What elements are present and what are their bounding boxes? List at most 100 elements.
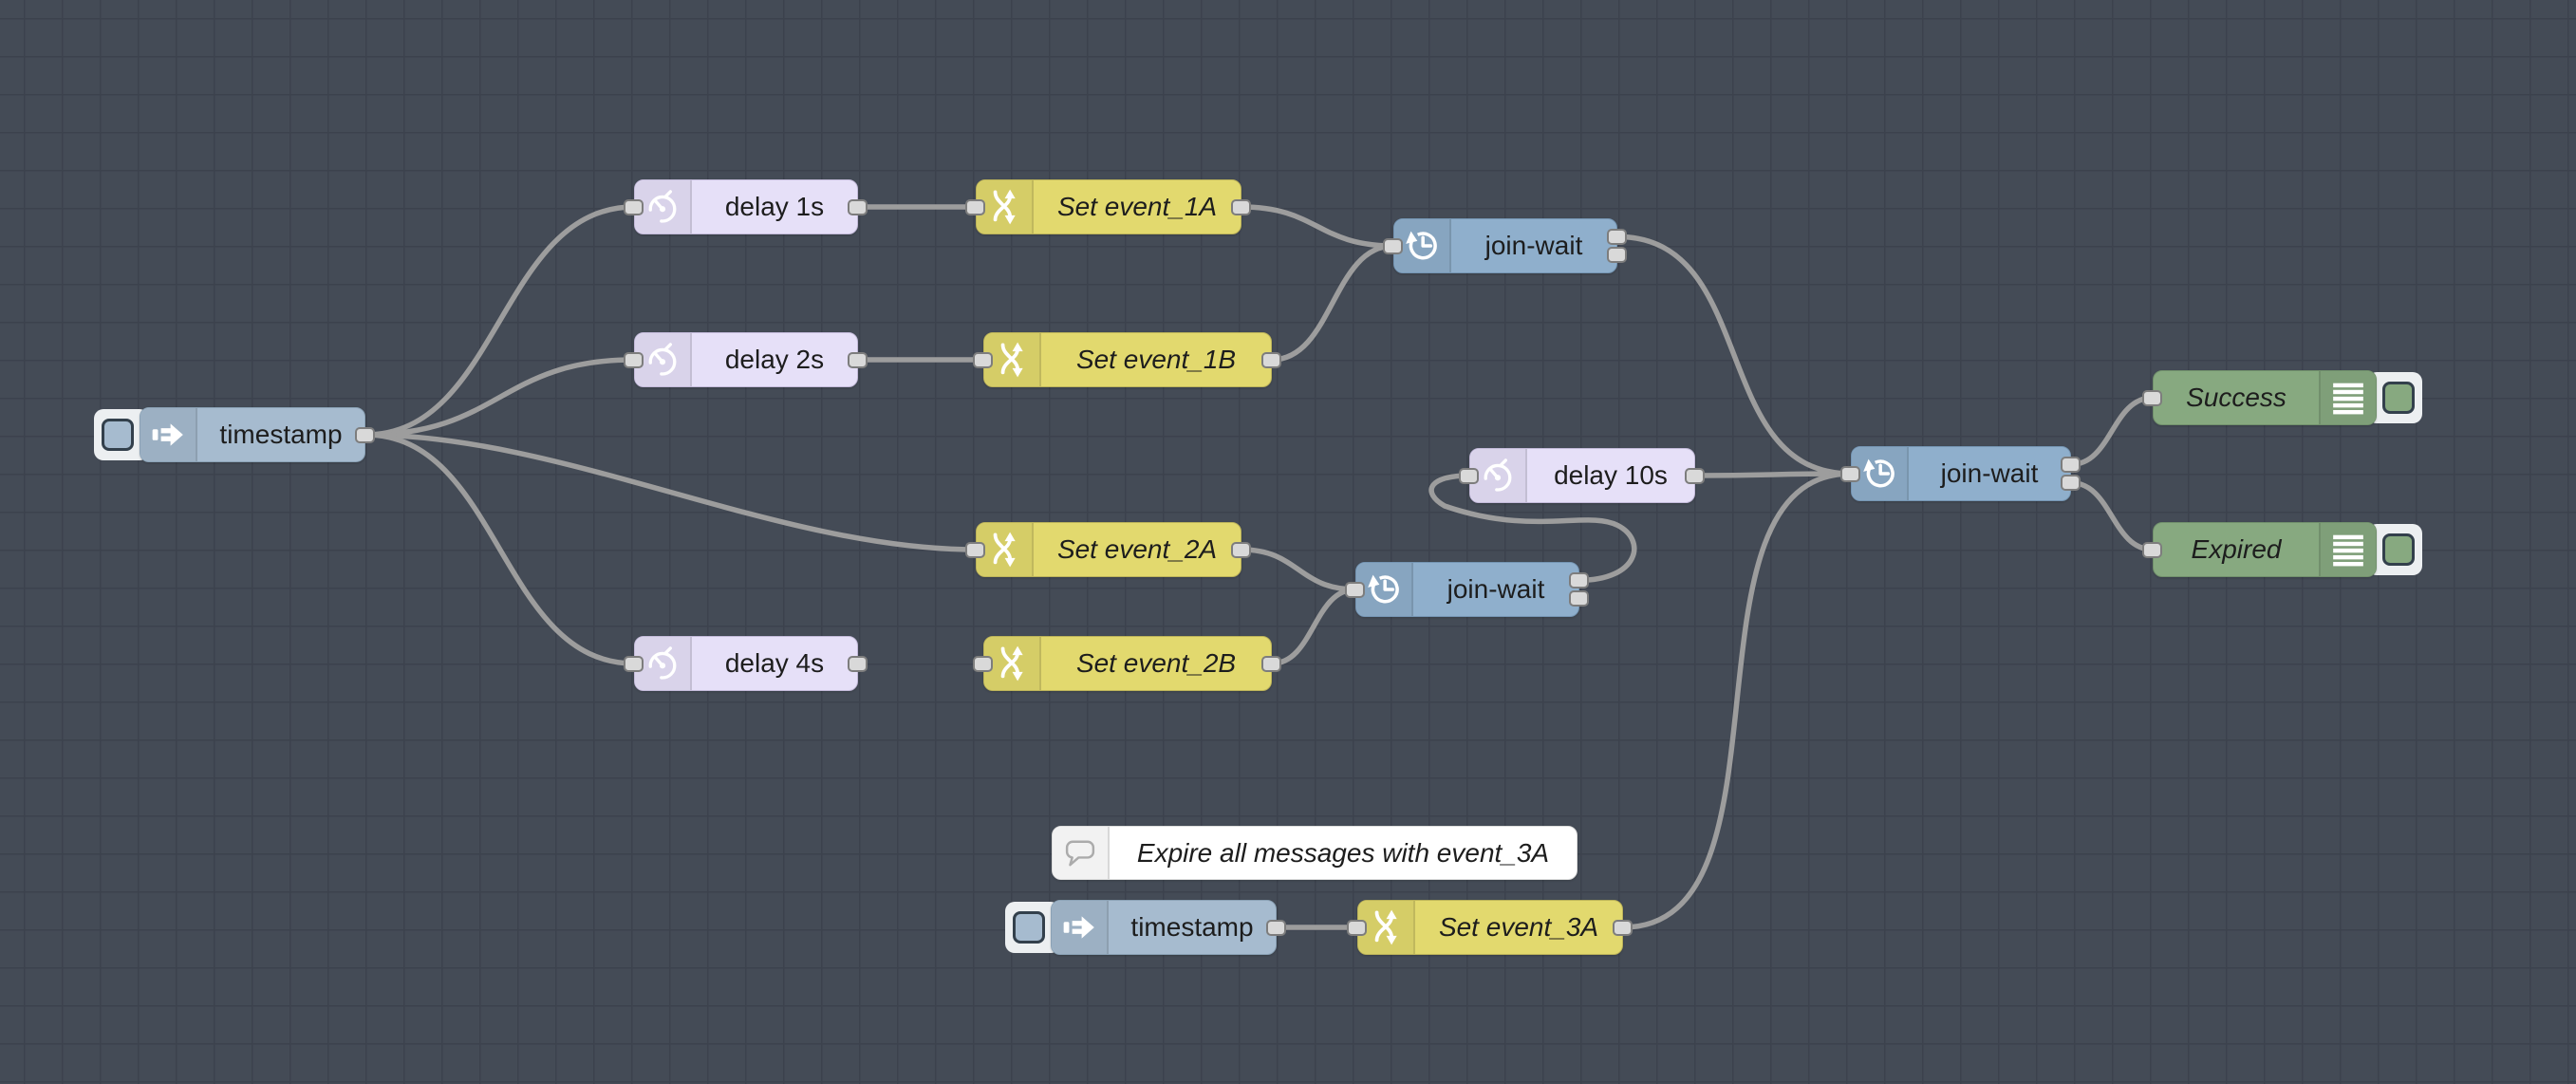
input-port[interactable] xyxy=(1383,237,1403,254)
output-port-0[interactable] xyxy=(1607,228,1627,245)
history-icon xyxy=(1356,563,1413,616)
node-body: timestamp xyxy=(140,407,365,462)
node-change-change2b[interactable]: Set event_2B xyxy=(973,636,1281,691)
shuffle-icon xyxy=(977,180,1034,234)
output-port-0[interactable] xyxy=(1685,467,1705,484)
wire[interactable] xyxy=(363,432,979,552)
input-port[interactable] xyxy=(1347,919,1367,936)
output-port-0[interactable] xyxy=(355,426,375,443)
node-body: Set event_2B xyxy=(983,636,1272,691)
node-change-change1a[interactable]: Set event_1A xyxy=(965,179,1251,234)
node-debug-debugsuccess[interactable]: Success xyxy=(2142,370,2422,425)
output-port-1[interactable] xyxy=(1607,247,1627,264)
node-label: Set event_2A xyxy=(1056,534,1218,564)
node-body: Set event_2A xyxy=(976,522,1241,577)
output-port-0[interactable] xyxy=(1261,351,1281,368)
wire[interactable] xyxy=(1239,547,1358,592)
output-port-0[interactable] xyxy=(848,351,868,368)
node-label: Set event_1B xyxy=(1075,345,1237,374)
debug-list-icon xyxy=(2319,371,2376,424)
node-body: join-wait xyxy=(1355,562,1579,617)
node-body: Expired xyxy=(2153,522,2377,577)
debug-list-icon xyxy=(2319,523,2376,576)
input-port[interactable] xyxy=(1345,581,1365,598)
wire[interactable] xyxy=(1620,471,1854,930)
node-delay-delay1[interactable]: delay 1s xyxy=(624,179,868,234)
wire[interactable] xyxy=(1428,473,1637,584)
node-label: Set event_2B xyxy=(1075,648,1237,678)
input-port[interactable] xyxy=(965,198,985,215)
output-port-0[interactable] xyxy=(1261,655,1281,672)
node-delay-delay10[interactable]: delay 10s xyxy=(1459,448,1705,503)
inject-button-face xyxy=(102,419,134,451)
node-label: delay 4s xyxy=(724,648,825,678)
wire[interactable] xyxy=(363,357,637,438)
wire[interactable] xyxy=(1692,471,1854,478)
wire[interactable] xyxy=(2068,479,2156,552)
output-port-0[interactable] xyxy=(848,655,868,672)
node-label: timestamp xyxy=(1130,912,1254,942)
output-port-0[interactable] xyxy=(1231,198,1251,215)
output-port-1[interactable] xyxy=(1569,590,1589,607)
node-body: delay 4s xyxy=(634,636,858,691)
input-port[interactable] xyxy=(2142,541,2162,558)
input-port[interactable] xyxy=(2142,389,2162,406)
wire[interactable] xyxy=(1269,243,1396,363)
input-port[interactable] xyxy=(624,198,644,215)
output-port-0[interactable] xyxy=(1613,919,1633,936)
node-join-jointop[interactable]: join-wait xyxy=(1383,218,1627,273)
node-change-change1b[interactable]: Set event_1B xyxy=(973,332,1281,387)
input-port[interactable] xyxy=(965,541,985,558)
timer-icon xyxy=(635,637,692,690)
node-change-change3a[interactable]: Set event_3A xyxy=(1347,900,1633,955)
node-body: Expire all messages with event_3A xyxy=(1052,826,1577,880)
node-delay-delay4[interactable]: delay 4s xyxy=(624,636,868,691)
node-debug-debugexpired[interactable]: Expired xyxy=(2142,522,2422,577)
wire[interactable] xyxy=(1269,587,1358,666)
input-port[interactable] xyxy=(1840,465,1860,482)
node-label: join-wait xyxy=(1447,574,1545,604)
node-delay-delay2[interactable]: delay 2s xyxy=(624,332,868,387)
input-port[interactable] xyxy=(624,351,644,368)
timer-icon xyxy=(1470,449,1527,502)
output-port-0[interactable] xyxy=(848,198,868,215)
wire[interactable] xyxy=(1239,204,1396,249)
node-join-joinright[interactable]: join-wait xyxy=(1840,446,2081,501)
output-port-0[interactable] xyxy=(1569,571,1589,589)
node-label: join-wait xyxy=(1484,231,1583,260)
node-body: Success xyxy=(2153,370,2377,425)
node-label: Set event_3A xyxy=(1438,912,1599,942)
output-port-0[interactable] xyxy=(2061,456,2081,473)
node-inject-inject2[interactable]: timestamp xyxy=(1005,900,1286,955)
wire[interactable] xyxy=(363,432,637,666)
shuffle-icon xyxy=(977,523,1034,576)
node-change-change2a[interactable]: Set event_2A xyxy=(965,522,1251,577)
wire[interactable] xyxy=(363,204,637,438)
wire[interactable] xyxy=(1615,234,1854,477)
node-body: join-wait xyxy=(1851,446,2071,501)
input-port[interactable] xyxy=(624,655,644,672)
node-body: Set event_3A xyxy=(1357,900,1623,955)
output-port-1[interactable] xyxy=(2061,475,2081,492)
output-port-0[interactable] xyxy=(1231,541,1251,558)
timer-icon xyxy=(635,333,692,386)
timer-icon xyxy=(635,180,692,234)
node-body: delay 1s xyxy=(634,179,858,234)
node-inject-inject1[interactable]: timestamp xyxy=(94,407,375,462)
node-body: join-wait xyxy=(1393,218,1617,273)
output-port-0[interactable] xyxy=(1266,919,1286,936)
node-body: Set event_1A xyxy=(976,179,1241,234)
shuffle-icon xyxy=(984,637,1041,690)
node-label: delay 2s xyxy=(724,345,825,374)
history-icon xyxy=(1394,219,1451,272)
node-join-joinmid[interactable]: join-wait xyxy=(1345,562,1589,617)
wire[interactable] xyxy=(2068,395,2156,468)
input-port[interactable] xyxy=(973,655,993,672)
input-port[interactable] xyxy=(973,351,993,368)
node-body: delay 2s xyxy=(634,332,858,387)
debug-toggle-face xyxy=(2382,533,2415,566)
node-comment-comment1[interactable]: Expire all messages with event_3A xyxy=(1052,826,1577,880)
input-port[interactable] xyxy=(1459,467,1479,484)
